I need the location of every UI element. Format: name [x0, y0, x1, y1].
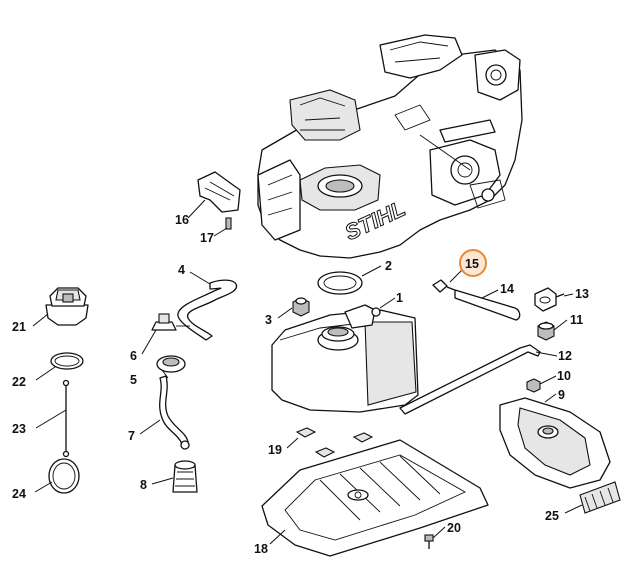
callout-12[interactable]: 12 — [558, 349, 572, 363]
part-9-side-cover — [499, 397, 611, 489]
callout-8[interactable]: 8 — [140, 478, 147, 492]
callout-2[interactable]: 2 — [385, 259, 392, 273]
part-23-cord — [62, 379, 70, 458]
part-16-plate — [197, 171, 241, 213]
callout-18[interactable]: 18 — [254, 542, 268, 556]
part-13-elbow-connector — [534, 287, 565, 312]
leader-lines — [32, 199, 583, 545]
callout-5[interactable]: 5 — [130, 373, 137, 387]
callout-23[interactable]: 23 — [12, 422, 26, 436]
callout-11[interactable]: 11 — [570, 313, 583, 327]
part-6-valve — [151, 313, 190, 331]
part-2-gasket — [317, 271, 363, 295]
callout-10[interactable]: 10 — [557, 369, 571, 383]
callout-17[interactable]: 17 — [200, 231, 214, 245]
callout-1[interactable]: 1 — [396, 291, 403, 305]
part-21-tank-cap — [45, 287, 89, 326]
part-10-plug — [526, 378, 541, 393]
part-22-seal-ring — [50, 352, 84, 370]
callout-22[interactable]: 22 — [12, 375, 26, 389]
callout-labels: 1 2 3 4 5 6 7 8 9 10 11 12 13 14 15 16 1… — [12, 213, 589, 556]
part-19-buffers — [295, 427, 374, 458]
part-11-grommet — [537, 321, 555, 341]
part-3-grommet — [292, 297, 310, 317]
crankcase-housing: STIHL — [257, 34, 523, 259]
part-14-fuel-line — [454, 289, 521, 321]
callout-6[interactable]: 6 — [130, 349, 137, 363]
callout-16[interactable]: 16 — [175, 213, 189, 227]
part-7-fuel-hose — [159, 375, 190, 450]
callout-25[interactable]: 25 — [545, 509, 559, 523]
part-17-screw — [225, 217, 232, 230]
part-18-base-plate — [261, 439, 489, 557]
part-20-screw — [424, 534, 434, 549]
highlight-circle-15 — [459, 249, 487, 277]
part-12-rod — [399, 344, 541, 415]
callout-3[interactable]: 3 — [265, 313, 272, 327]
callout-15[interactable]: 15 — [465, 257, 479, 271]
callout-13[interactable]: 13 — [575, 287, 589, 301]
callout-7[interactable]: 7 — [128, 429, 135, 443]
callout-20[interactable]: 20 — [447, 521, 461, 535]
part-25-pad — [579, 481, 621, 514]
callout-21[interactable]: 21 — [12, 320, 26, 334]
part-5-grommet — [156, 355, 186, 373]
callout-4[interactable]: 4 — [178, 263, 185, 277]
part-1-fuel-tank — [271, 304, 419, 413]
callout-9[interactable]: 9 — [558, 388, 565, 402]
callout-14[interactable]: 14 — [500, 282, 514, 296]
part-24-ring — [48, 458, 80, 494]
part-4-hose — [177, 279, 238, 341]
callout-19[interactable]: 19 — [268, 443, 282, 457]
callout-24[interactable]: 24 — [12, 487, 26, 501]
part-8-filter — [172, 460, 198, 493]
